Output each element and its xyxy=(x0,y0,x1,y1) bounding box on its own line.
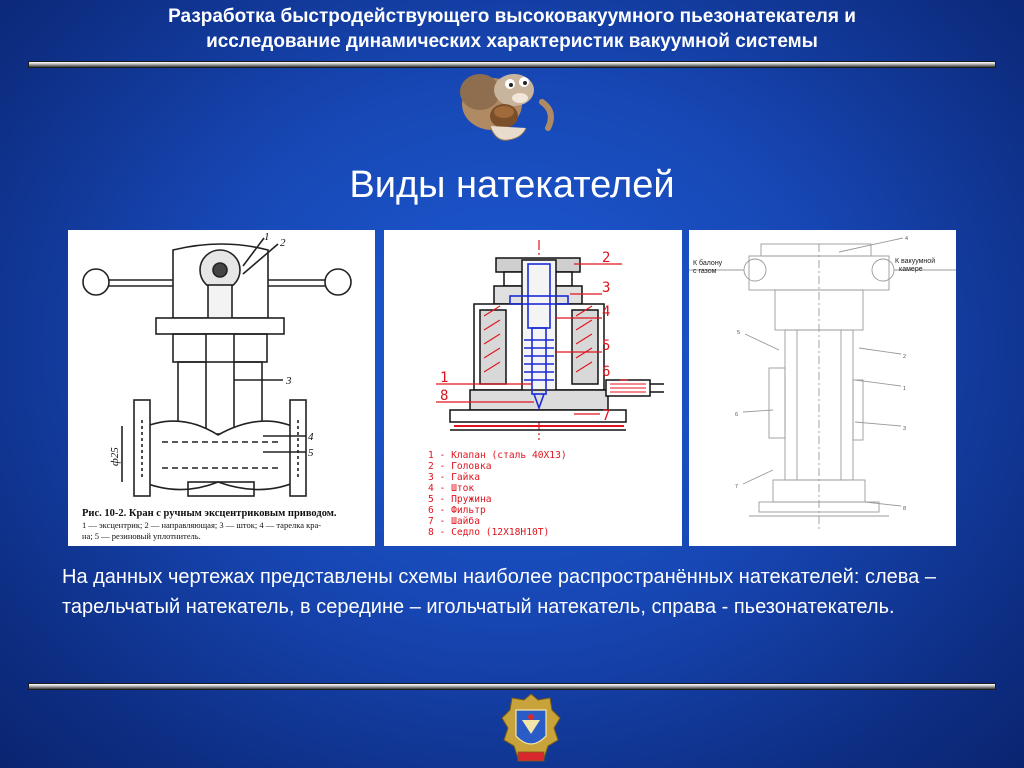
callout-1: 1 xyxy=(903,386,906,392)
callout-6: 6 xyxy=(735,412,738,418)
figure-caption: Рис. 10-2. Кран с ручным эксцентриковым … xyxy=(82,508,337,519)
callout-4: 4 xyxy=(308,431,314,443)
callout-5: 5 xyxy=(737,330,740,336)
callout-4: 4 xyxy=(602,304,610,320)
label-to-vacuum-chamber-line-2: камере xyxy=(899,266,923,273)
squirrel-mascot-icon xyxy=(460,74,554,141)
slide-title: Виды натекателей xyxy=(349,164,675,206)
legend-item: 2 - Головка xyxy=(428,461,492,472)
callout-5: 5 xyxy=(308,447,314,459)
callout-7: 7 xyxy=(602,408,610,424)
callout-3: 3 xyxy=(285,375,292,387)
figure-legend-line-2: на; 5 — резиновый уплотнитель. xyxy=(82,531,201,541)
dimension-label: ф25 xyxy=(109,447,121,466)
legend-item: 6 - Фильтр xyxy=(428,505,486,516)
callout-1: 1 xyxy=(264,231,270,243)
callout-3: 3 xyxy=(903,426,906,432)
callout-3: 3 xyxy=(602,280,610,296)
title-line-1: Разработка быстродействующего высоковаку… xyxy=(168,6,856,27)
top-divider xyxy=(28,61,996,68)
needle-leak-valve-drawing: 2 3 4 5 6 7 1 8 1 - Клапан (сталь 40Х13)… xyxy=(384,230,682,546)
legend-item: 5 - Пружина xyxy=(428,494,492,505)
legend-item: 3 - Гайка xyxy=(428,471,480,483)
label-to-gas-cylinder: К балону xyxy=(693,259,723,267)
callout-4: 4 xyxy=(905,236,908,242)
legend-item: 8 - Седло (12Х18Н10Т) xyxy=(428,527,549,538)
presentation-title: Разработка быстродействующего высоковаку… xyxy=(0,4,1024,54)
legend-item: 7 - Шайба xyxy=(428,515,480,527)
disc-leak-valve-drawing: 1 2 3 4 5 ф25 Рис. 10-2. Кран с ручным э… xyxy=(68,230,375,546)
piezo-leak-valve-drawing: К балону с газом К вакуумной камере 4 2 … xyxy=(689,230,956,546)
callout-2: 2 xyxy=(903,354,906,360)
bottom-divider xyxy=(28,683,996,690)
callout-2: 2 xyxy=(602,250,610,266)
label-to-gas-cylinder-line-2: с газом xyxy=(693,268,717,275)
callout-6: 6 xyxy=(602,364,610,380)
callout-7: 7 xyxy=(735,484,738,490)
slide-caption: На данных чертежах представлены схемы на… xyxy=(62,566,936,618)
university-emblem-icon xyxy=(501,693,561,762)
callout-2: 2 xyxy=(280,237,286,249)
label-to-vacuum-chamber: К вакуумной xyxy=(895,257,935,265)
figure-legend-line-1: 1 — эксцентрик; 2 — направляющая; 3 — шт… xyxy=(82,520,321,530)
title-line-2: исследование динамических характеристик … xyxy=(206,31,818,52)
callout-1: 1 xyxy=(440,370,448,386)
callout-8: 8 xyxy=(903,506,906,512)
legend-item: 1 - Клапан (сталь 40Х13) xyxy=(428,450,567,461)
legend-item: 4 - Шток xyxy=(428,483,474,494)
callout-8: 8 xyxy=(440,388,448,404)
callout-5: 5 xyxy=(602,338,610,354)
